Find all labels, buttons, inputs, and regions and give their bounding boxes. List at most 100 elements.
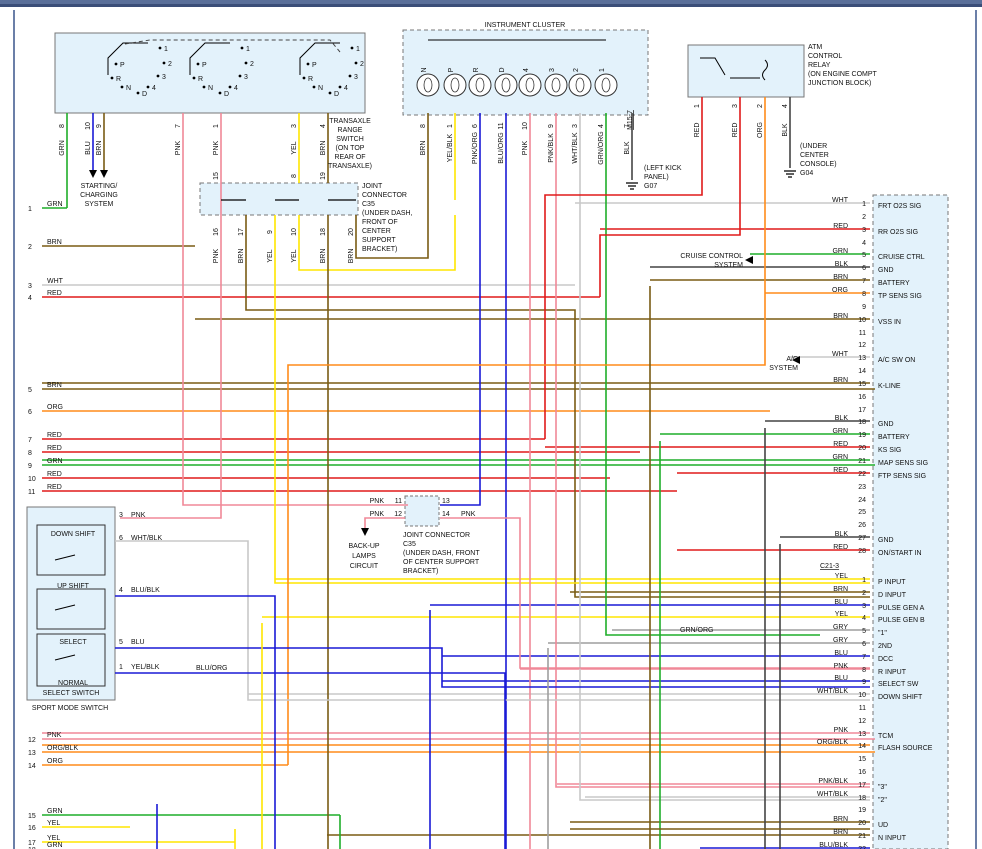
text-layer: 1GRN2BRN3WHT4RED5BRN6ORG7RED8RED9GRN10RE… [28,22,933,849]
contact-dot [162,61,166,65]
tcm-pin-function: PULSE GEN B [878,617,925,624]
tcm-pin-number: 6 [862,641,866,648]
cluster-lamp-letter: P [448,67,455,72]
pcm-pin-function: FTP SENS SIG [878,473,926,480]
select-switch [36,633,106,687]
lamp-filament [501,77,511,93]
joint-connector-top-label: BRACKET) [362,246,397,253]
pcm-pin-number: 20 [858,445,866,452]
pcm-pin-function: TP SENS SIG [878,293,922,300]
cluster-pin-number: 3 [572,124,579,128]
cluster-lamp-letter: 3 [549,68,556,72]
jc-mid-wire: PNK [370,498,385,505]
left-row-wire-label: RED [47,484,62,491]
pcm-pin-wire-label: RED [833,223,848,230]
normal-label: NORMAL [58,680,88,687]
arrow-down-icon [89,170,97,178]
left-row-wire-label: BRN [47,239,62,246]
tcm-pin-number: 13 [858,731,866,738]
arrow-left-icon [792,356,800,364]
transaxle-position-letter: 4 [344,85,348,92]
pcm-pin-wire-label: BRN [833,274,848,281]
pcm-pin-number: 2 [862,214,866,221]
contact-dot [306,62,310,66]
tcm-pin-function: D INPUT [878,592,907,599]
relay-contact [700,57,760,79]
switch-pin-wire: BLU/BLK [131,587,160,594]
pcm-pin-wire-label: RED [833,467,848,474]
transaxle-pin-number: 4 [320,124,327,128]
switch-wire-blu [115,647,870,688]
up-shift-label: UP SHIFT [57,583,89,590]
tcm-pin-wire-label: GRY [833,637,848,644]
relay-wire-org [287,97,766,765]
tcm-pin-wire-label: PNK/BLK [818,778,848,785]
cluster-pin-number: 9 [548,124,555,128]
select-switch-label: SELECT SWITCH [43,690,100,697]
pcm-pin-number: 23 [858,484,866,491]
transaxle-position-letter: N [126,85,131,92]
cluster-lamp-icon [443,73,467,97]
pcm-pin-wire-label: GRN [832,428,848,435]
contact-dot [114,62,118,66]
left-row-wire-label: RED [47,290,62,297]
left-kick-label: PANEL) [644,174,669,181]
transaxle-position-letter: D [142,91,147,98]
pcm-pin-number: 12 [858,342,866,349]
under-console-label: CONSOLE) [800,161,837,168]
switch-arm [299,42,340,75]
left-row-wire-label: BRN [47,382,62,389]
lamp-filament [423,77,433,93]
tcm-pin-number: 12 [858,718,866,725]
cluster-lamp-icon [568,73,592,97]
joint-connector-top-label: JOINT [362,183,383,190]
arrow-down-icon [100,170,108,178]
transaxle-pin-number: 8 [59,124,66,128]
tcm-pin-wire-label: BRN [833,586,848,593]
pcm-pin-wire-label: BRN [833,377,848,384]
jc-wire-yel-10 [298,215,456,271]
pcm-pin-number: 16 [858,394,866,401]
cluster-pin-wire: PNK [522,140,529,155]
pcm-pin-number: 11 [859,330,866,337]
tcm-pin-number: 21 [858,833,866,840]
cruise-control-label: CRUISE CONTROL [680,253,743,260]
transaxle-pin-number: 3 [291,124,298,128]
switch-arm [107,42,148,75]
relay-wire-red-3 [599,97,741,297]
tcm-pin-wire-label: BLU [834,650,848,657]
joint-connector-mid-label: BRACKET) [403,568,438,575]
pcm-pin-number: 24 [858,497,866,504]
transaxle-position-letter: 4 [152,85,156,92]
wire-layer [42,97,875,849]
tcm-pin-wire-label: WHT/BLK [817,688,848,695]
joint-connector-mid-label: C35 [403,541,416,548]
contact-dot [238,74,242,78]
lamp-filament [450,77,460,93]
cluster-pin-number: 8 [420,124,427,128]
switch-pin-wire: WHT/BLK [131,535,162,542]
instrument-cluster-title: INSTRUMENT CLUSTER [485,22,565,29]
tcm-pin-function: UD [878,822,888,829]
cluster-lamp-icon [594,73,618,97]
jc-wire-brn-20 [355,113,429,259]
transaxle-position-letter: P [312,62,317,69]
jc-wire-yel [274,215,870,584]
cluster-pin-number: 1 [447,124,454,128]
jc-top-pin: 15 [213,172,220,180]
transaxle-position-letter: D [334,91,339,98]
down-shift-switch [36,524,106,576]
pcm-pin-function: VSS IN [878,319,901,326]
relay-pin-number: 1 [694,104,701,108]
switch-pin-number: 1 [119,664,123,671]
pcm-pin-function: GND [878,421,894,428]
joint-connector-top-label: SUPPORT [362,237,396,244]
tcm-pin-number: 3 [862,603,866,610]
tcm-pin-function: TCM [878,733,893,740]
contact-dot [202,85,206,89]
relay-pin-wire: BLK [782,123,789,137]
transaxle-position-letter: 4 [234,85,238,92]
instrument-cluster-box [402,29,649,116]
transaxle-switch-label: RANGE [338,127,363,134]
pcm-pin-number: 27 [858,535,866,542]
